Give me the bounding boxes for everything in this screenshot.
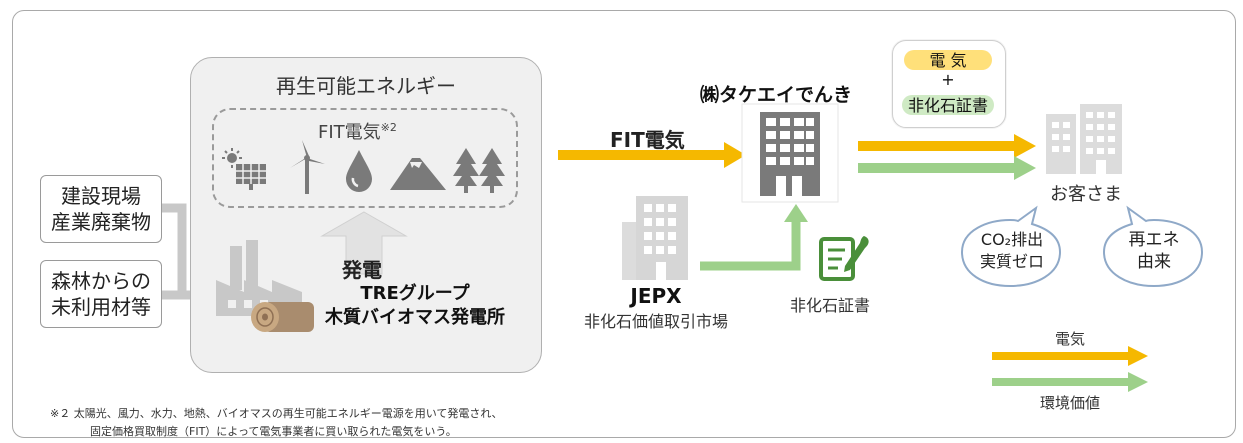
legend-environment-arrow	[992, 372, 1148, 392]
bubble-renewable-line2: 由来	[1137, 252, 1171, 272]
customer-label: お客さま	[1050, 184, 1122, 205]
bundle-certificate-highlight	[902, 95, 994, 115]
source-construction-waste: 建設現場 産業廃棄物	[40, 175, 162, 243]
customer-building-icon	[1046, 104, 1122, 174]
bundle-electricity: 電 気	[929, 51, 967, 70]
source-forest-residue: 森林からの 未利用材等	[40, 260, 162, 328]
footnote-line2: 固定価格買取制度（FIT）によって電気事業者に買い取られた電気をいう。	[90, 425, 457, 438]
wood-log-icon	[251, 302, 314, 332]
company-building-icon	[741, 103, 839, 203]
plant-name: TREグループ 木質バイオマス発電所	[320, 282, 510, 330]
plant-name-line2: 木質バイオマス発電所	[325, 307, 505, 328]
generation-label: 発電	[342, 258, 382, 282]
bundle-certificate: 非化石証書	[907, 96, 988, 115]
certificate-icon	[819, 236, 869, 281]
plant-name-line1: TREグループ	[360, 283, 470, 304]
forest-biomass-icon	[453, 148, 505, 193]
generation-up-arrow	[320, 211, 408, 275]
jepx-building-icon	[622, 196, 688, 280]
legend-environment-label: 環境価値	[1039, 394, 1100, 412]
bubble-renewable-origin-text: 再エネ 由来	[1104, 229, 1204, 273]
renewable-title: 再生可能エネルギー	[276, 74, 456, 98]
jepx-name: JEPX	[630, 284, 682, 308]
footnote-mark: ※2	[380, 121, 397, 134]
bubble-co2-zero	[960, 205, 1062, 288]
bubble-renewable-origin	[1102, 205, 1204, 288]
fit-electricity-flow-label: FIT電気	[610, 128, 685, 152]
certificate-label: 非化石証書	[790, 296, 871, 315]
solar-panel-icon	[222, 148, 266, 190]
fit-electricity-label: FIT電気※2	[318, 121, 397, 143]
bundle-plus: +	[941, 70, 955, 89]
bubble-co2-line2: 実質ゼロ	[979, 252, 1044, 271]
certificate-flow-arrow	[700, 204, 808, 271]
bubble-co2-zero-text: CO₂排出 実質ゼロ	[962, 229, 1062, 273]
footnote-line1: ※２ 太陽光、風力、水力、地熱、バイオマスの再生可能エネルギー電源を用いて発電さ…	[50, 407, 503, 420]
fit-electricity-box	[212, 108, 518, 208]
jepx-description: 非化石価値取引市場	[583, 312, 728, 331]
bubble-renewable-line1: 再エネ	[1128, 230, 1180, 250]
wind-turbine-icon	[290, 140, 325, 194]
bubble-co2-line1: CO₂排出	[980, 230, 1044, 249]
environment-to-customer-arrow	[858, 156, 1036, 180]
fit-electricity-arrow	[558, 142, 746, 168]
water-drop-icon	[346, 150, 372, 192]
legend-electricity-arrow	[992, 346, 1148, 366]
company-name: ㈱タケエイでんき	[700, 84, 853, 106]
legend-electricity-label: 電気	[1054, 330, 1085, 348]
bundle-electricity-highlight	[904, 50, 992, 70]
electricity-to-customer-arrow	[858, 134, 1036, 158]
mountain-geothermal-icon	[390, 158, 446, 190]
